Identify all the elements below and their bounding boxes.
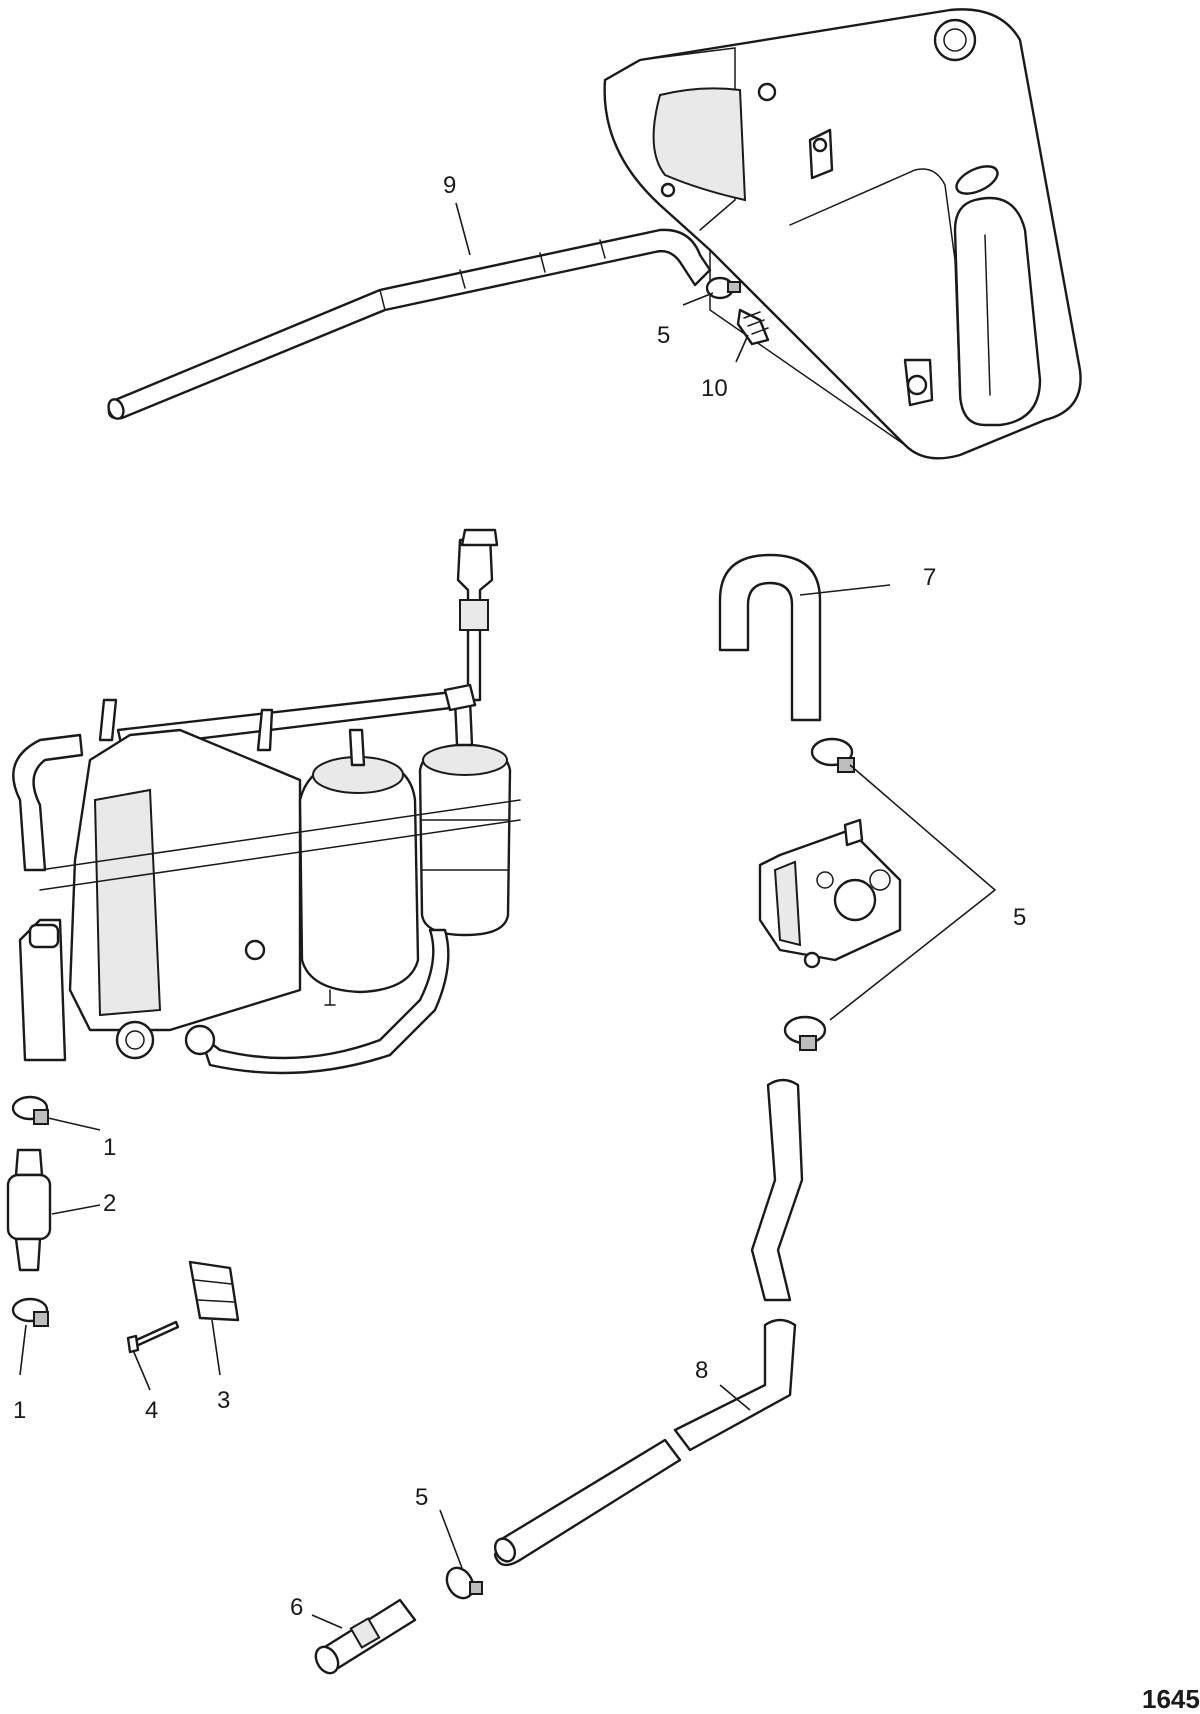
hose-clamp bbox=[705, 276, 741, 300]
screw bbox=[736, 308, 770, 346]
shroud-bracket bbox=[603, 8, 1082, 460]
figure-number: 1645 bbox=[1142, 1684, 1200, 1714]
callout-label: 4 bbox=[145, 1397, 158, 1424]
hose-clamp bbox=[11, 1297, 49, 1327]
hose-fitting bbox=[314, 1598, 417, 1675]
callout-label: 7 bbox=[923, 564, 936, 591]
hose-clamp bbox=[810, 737, 855, 773]
callout-label: 8 bbox=[695, 1357, 708, 1384]
fuel-module-assembly bbox=[12, 528, 521, 1075]
callout-label: 2 bbox=[103, 1190, 116, 1217]
hose-clamp bbox=[783, 1015, 827, 1051]
fuel-pump bbox=[758, 818, 902, 969]
callout-label: 1 bbox=[13, 1397, 26, 1424]
callout-label: 5 bbox=[657, 322, 670, 349]
screw bbox=[126, 1320, 180, 1354]
callout-label: 10 bbox=[701, 375, 728, 402]
hose-clamp bbox=[11, 1095, 49, 1125]
callout-label: 5 bbox=[1013, 904, 1026, 931]
callout-label: 5 bbox=[415, 1484, 428, 1511]
callout-label: 6 bbox=[290, 1594, 303, 1621]
fuel-filter-inline bbox=[6, 1148, 52, 1272]
leader-lines bbox=[19, 202, 997, 1629]
callout-label: 9 bbox=[443, 172, 456, 199]
formed-hose bbox=[718, 553, 822, 722]
vent-hose bbox=[107, 228, 712, 420]
hose-clamp bbox=[445, 1566, 483, 1600]
retaining-clip bbox=[188, 1260, 240, 1322]
fuel-hose bbox=[493, 1078, 804, 1567]
callout-label: 1 bbox=[103, 1134, 116, 1161]
callout-label: 3 bbox=[217, 1387, 230, 1414]
